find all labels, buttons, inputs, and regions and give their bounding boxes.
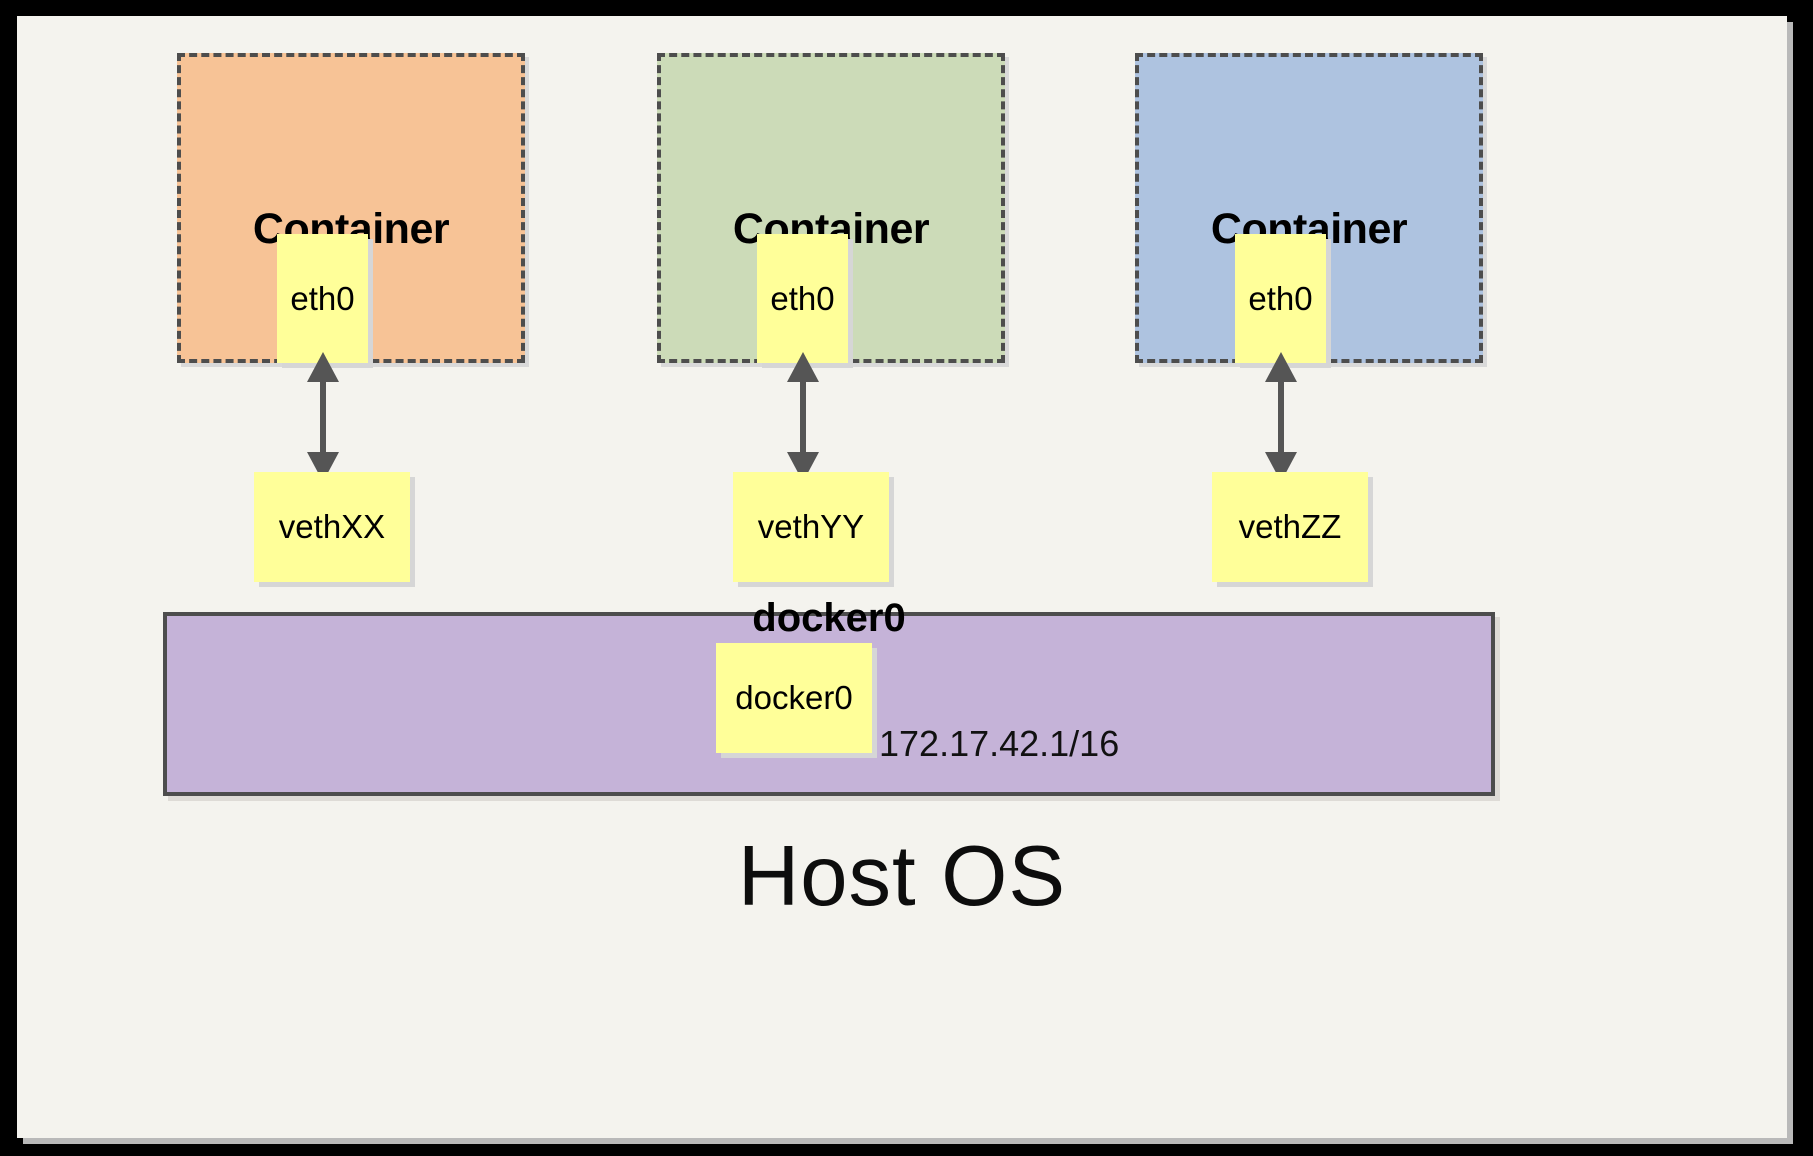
docker0-ip-label: 172.17.42.1/16	[879, 723, 1120, 764]
veth-label-2: vethYY	[757, 508, 865, 545]
host-os-title: Host OS	[737, 829, 1067, 924]
veth-box-1[interactable]: vethXX	[254, 472, 410, 582]
host-os-canvas: Container eth0 Container eth0 Container	[17, 16, 1787, 1138]
link-arrow-1	[307, 352, 339, 482]
container-eth0-box-3[interactable]: eth0	[1235, 234, 1326, 363]
link-arrow-3	[1265, 352, 1297, 482]
docker0-iface-label: docker0	[735, 679, 853, 716]
container-eth0-box-2[interactable]: eth0	[757, 234, 848, 363]
container-eth0-label-2: eth0	[770, 279, 835, 317]
docker0-iface-box[interactable]: docker0	[716, 643, 872, 753]
container-eth0-box-1[interactable]: eth0	[277, 234, 368, 363]
veth-box-2[interactable]: vethYY	[733, 472, 889, 582]
container-eth0-label-1: eth0	[290, 279, 355, 317]
veth-box-3[interactable]: vethZZ	[1212, 472, 1368, 582]
veth-label-3: vethZZ	[1238, 508, 1342, 545]
container-eth0-label-3: eth0	[1248, 279, 1313, 317]
veth-label-1: vethXX	[278, 508, 386, 545]
link-arrow-2	[787, 352, 819, 482]
